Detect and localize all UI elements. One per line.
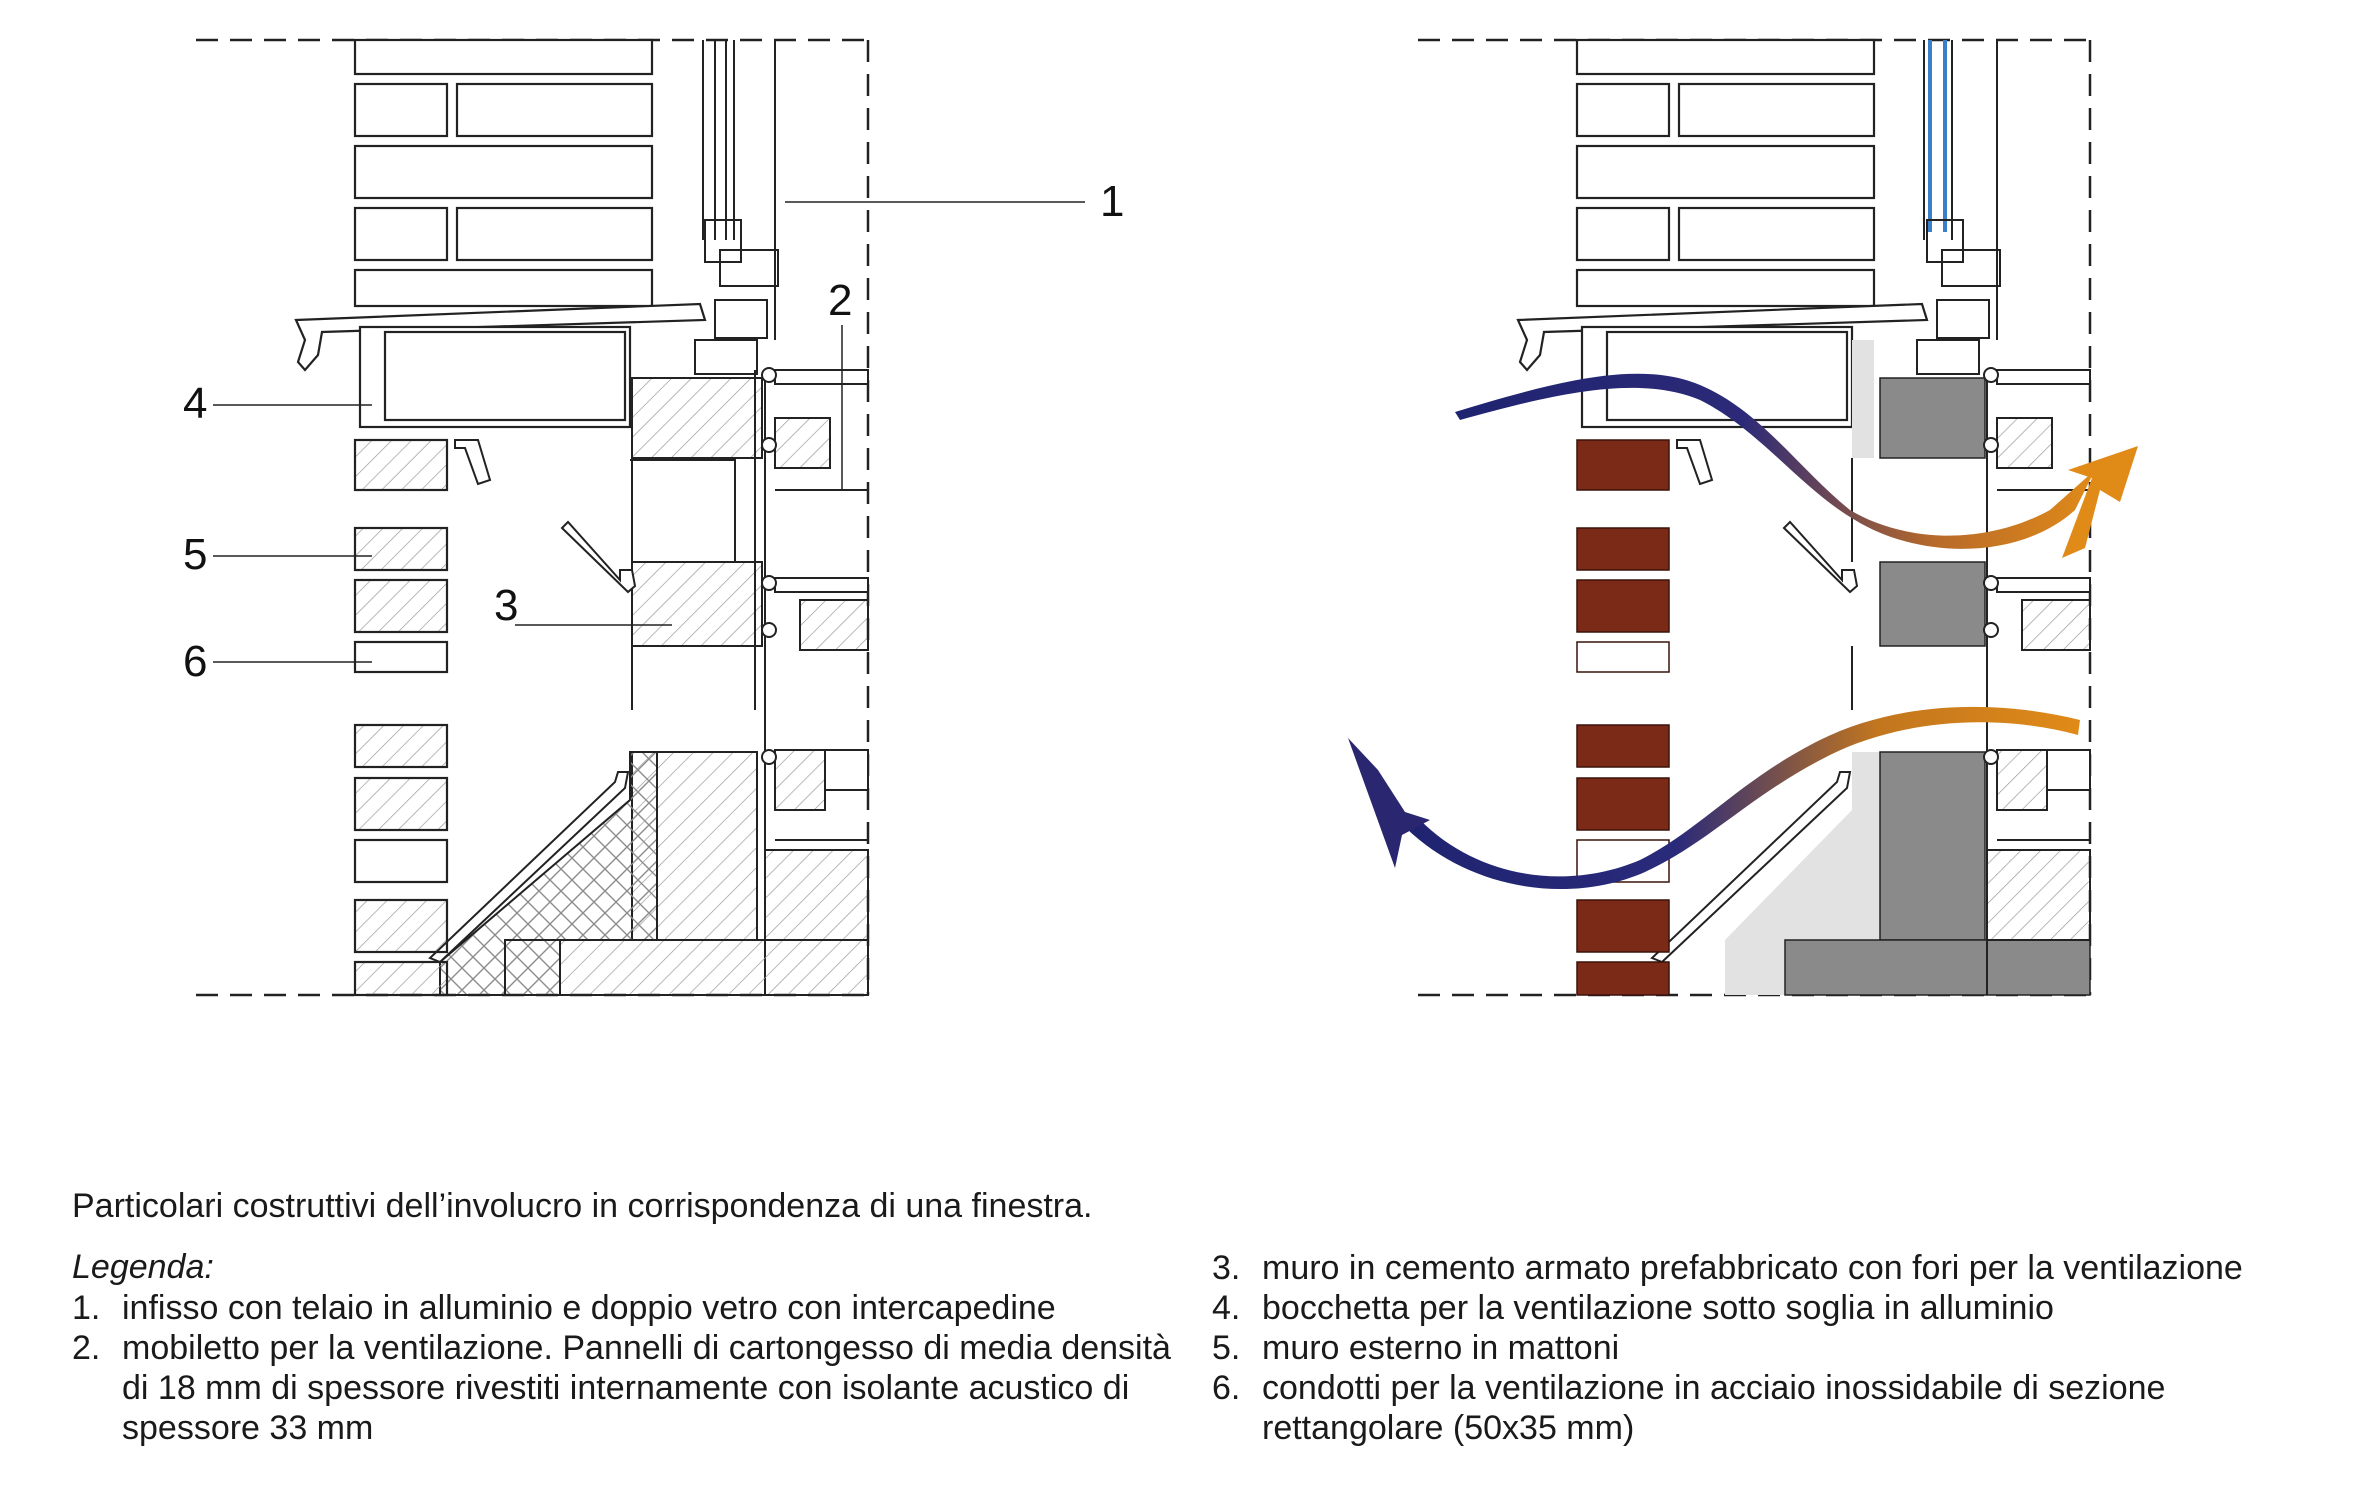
- left-section: 1 2 3 4 5 6: [183, 38, 1124, 997]
- callout-6: 6: [183, 637, 207, 686]
- right-section: [1348, 38, 2138, 997]
- figure-caption: Particolari costruttivi dell’involucro i…: [72, 1187, 1093, 1225]
- legend-num: 6.: [1212, 1369, 1241, 1407]
- callout-5: 5: [183, 530, 207, 579]
- airflow-lower-arrow: [1348, 706, 2080, 890]
- callout-4: 4: [183, 379, 207, 428]
- legend-item-1: 1. infisso con telaio in alluminio e dop…: [72, 1288, 1172, 1328]
- airflow-upper-arrow: [1455, 373, 2138, 558]
- callout-1: 1: [1100, 177, 1124, 226]
- legend-item-5: 5. muro esterno in mattoni: [1212, 1328, 2352, 1368]
- legend-text: infisso con telaio in alluminio e doppio…: [122, 1289, 1056, 1327]
- legend-num: 1.: [72, 1289, 101, 1327]
- legend-text: condotti per la ventilazione in acciaio …: [1262, 1369, 2166, 1447]
- legend-text: mobiletto per la ventilazione. Pannelli …: [122, 1329, 1171, 1447]
- legend-right-column: 3. muro in cemento armato prefabbricato …: [1212, 1248, 2352, 1448]
- brick-wall: [1576, 439, 1670, 996]
- legend-title: Legenda:: [72, 1248, 214, 1286]
- concrete-wall: [1784, 377, 2091, 996]
- callout-2: 2: [828, 276, 852, 325]
- legend-num: 5.: [1212, 1329, 1241, 1367]
- legend-num: 4.: [1212, 1289, 1241, 1327]
- callout-3: 3: [494, 581, 518, 630]
- legend-item-3: 3. muro in cemento armato prefabbricato …: [1212, 1248, 2352, 1288]
- legend-num: 2.: [72, 1329, 101, 1367]
- legend-num: 3.: [1212, 1249, 1241, 1287]
- legend-left-column: 1. infisso con telaio in alluminio e dop…: [72, 1288, 1172, 1448]
- legend-item-6: 6. condotti per la ventilazione in accia…: [1212, 1368, 2352, 1448]
- legend-text: bocchetta per la ventilazione sotto sogl…: [1262, 1289, 2054, 1327]
- legend-text: muro in cemento armato prefabbricato con…: [1262, 1249, 2243, 1287]
- glass-pane: [1928, 40, 1947, 232]
- legend-text: muro esterno in mattoni: [1262, 1329, 1620, 1367]
- legend-item-2: 2. mobiletto per la ventilazione. Pannel…: [72, 1328, 1172, 1448]
- legend-item-4: 4. bocchetta per la ventilazione sotto s…: [1212, 1288, 2352, 1328]
